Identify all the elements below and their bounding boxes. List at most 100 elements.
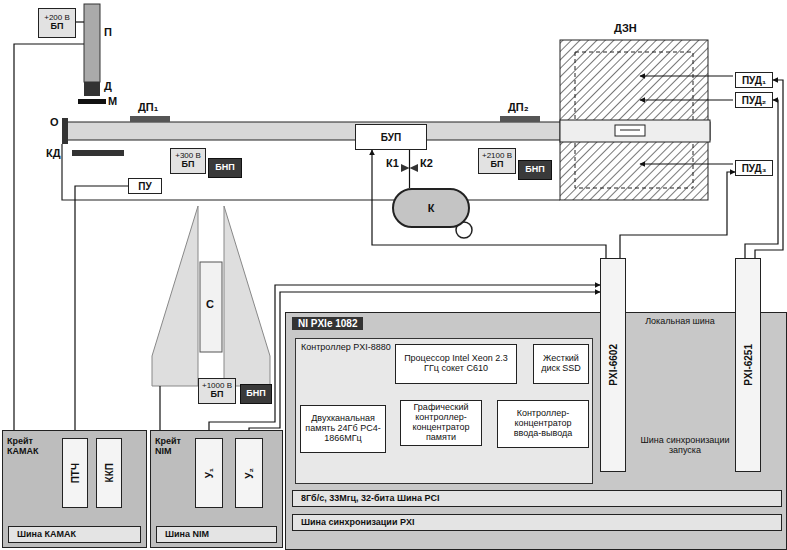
wire [14,44,84,430]
node-text: NI PXIe 1082 [292,317,363,330]
camac-crate: Крейт КАМАК ПТЧ ККП Шина КАМАК [2,430,147,548]
power-supply: +300 ВБП [170,148,206,174]
light-guide [152,206,198,386]
node-text: БП [491,160,504,170]
node-text: Контроллер PXI-8880 [301,343,393,353]
node-text: БУП [381,132,401,143]
hub-box: Графический контроллер-концентратор памя… [400,400,482,446]
part-label: К2 [420,157,433,169]
controller-panel: Контроллер PXI-8880Процессор Intel Xeon … [295,338,593,484]
voltage-unit: БНП [208,158,242,178]
node-text: ПУД₂ [742,95,766,106]
memory-box: Двухканальная память 24Гб PC4-1866МГц [300,405,386,453]
node-text: БНП [525,165,544,175]
membrane [78,99,106,104]
node-text: +1000 В [202,382,232,391]
node-text: ПТЧ [70,463,81,483]
driver-box: ПУД₁ [735,72,773,88]
nim-crate: Крейт NIMУ₁ У₂ Шина NIM [150,430,283,548]
node-text: ПУД₃ [742,163,767,174]
node-text: К [428,202,435,214]
connector [75,186,128,438]
node-text: Крейт КАМАК [7,437,61,457]
node-text: Шина КАМАК [17,530,76,540]
crate-module: У₁ [195,438,223,508]
crate-module: ПТЧ [62,438,88,508]
part-label: ДЗН [614,22,637,34]
node-text: PXI-6251 [743,344,754,386]
part-label: С [206,298,214,310]
crate-module: У₂ [235,438,263,508]
wire [159,386,160,430]
voltage-unit: БНП [518,160,552,180]
part-label: ДП₂ [508,101,529,113]
connector [620,172,735,258]
node-text: ПУД₁ [742,75,766,86]
drift-tube [560,120,710,142]
pxi-card: PXI-6602 [600,258,626,472]
node-text: Шина NIM [165,530,209,540]
node-text: Шина синхронизации PXI [301,518,414,528]
node-text: Графический контроллер-концентратор памя… [403,403,479,443]
wire [640,163,733,164]
bus-bar: 8Гб/с, 33Мгц, 32-бита Шина PCI [292,490,782,507]
part-label: КД [46,147,61,159]
node-text: +200 В [44,14,70,23]
node-text: ПУ [138,181,151,192]
power-supply: +2100 ВБП [478,148,516,174]
bus-bar: Шина КАМАК [8,526,141,543]
node-text: БП [182,160,195,170]
wire [640,99,733,100]
compressor: К [392,188,470,228]
node-text: Жесткий диск SSD [536,354,586,374]
connector [409,150,410,188]
wire [640,75,733,76]
disk-box: Жесткий диск SSD [533,344,589,384]
part-label: К1 [386,157,399,169]
pressure-sensor [130,116,170,122]
scintillator [200,262,222,352]
part-label: Д [104,80,112,92]
control-box: БУП [355,124,427,150]
hub-box: Контроллер-концентратор ввода-вывода [497,400,589,448]
driver-box: ПУД₂ [735,92,773,108]
bus-bar: Шина NIM [156,526,277,543]
part-label: П [104,26,112,38]
node-text: БНП [246,389,265,399]
node-text: +300 В [175,152,201,161]
node-text: Контроллер-концентратор ввода-вывода [500,409,586,439]
edge-label: Локальная шина [643,317,717,327]
part-label: О [50,116,59,128]
voltage-unit: БНП [240,384,272,404]
wire [76,21,84,22]
node-text: Крейт NIM [155,437,195,457]
detector-window [84,82,100,96]
node-text: БП [51,22,64,32]
bus-label: Шина синхронизации запуска [638,436,732,456]
node-text: ККП [104,463,115,482]
node-text: +2100 В [482,152,512,161]
node-text: PXI-6602 [608,344,619,386]
node-text: У₂ [244,468,255,479]
sample [620,130,640,131]
power-supply: +1000 ВБП [198,378,236,404]
pressure-sensor [500,116,540,122]
sample-holder [615,125,645,136]
node-text: Двухканальная память 24Гб PC4-1866МГц [303,414,383,444]
crate-module: ККП [96,438,122,508]
pxi-card: PXI-6251 [735,258,761,472]
pxi-chassis: NI PXIe 1082Контроллер PXI-8880Процессор… [285,312,787,550]
part-label: ДП₁ [138,101,158,113]
power-supply: +200 ВБП [38,8,76,38]
node-text: Процессор Intel Xeon 2.3 ГГц сокет C610 [398,354,514,374]
frame-wire [62,144,560,200]
tube-end [62,118,68,144]
bus-bar: Шина синхронизации PXI [292,514,782,531]
connector [745,100,778,258]
driver-box: ПУД₃ [735,160,773,176]
amplifier-box: ПУ [128,178,162,194]
detector-bar [72,150,124,156]
node-text: БП [211,390,224,400]
light-guide [224,206,270,386]
